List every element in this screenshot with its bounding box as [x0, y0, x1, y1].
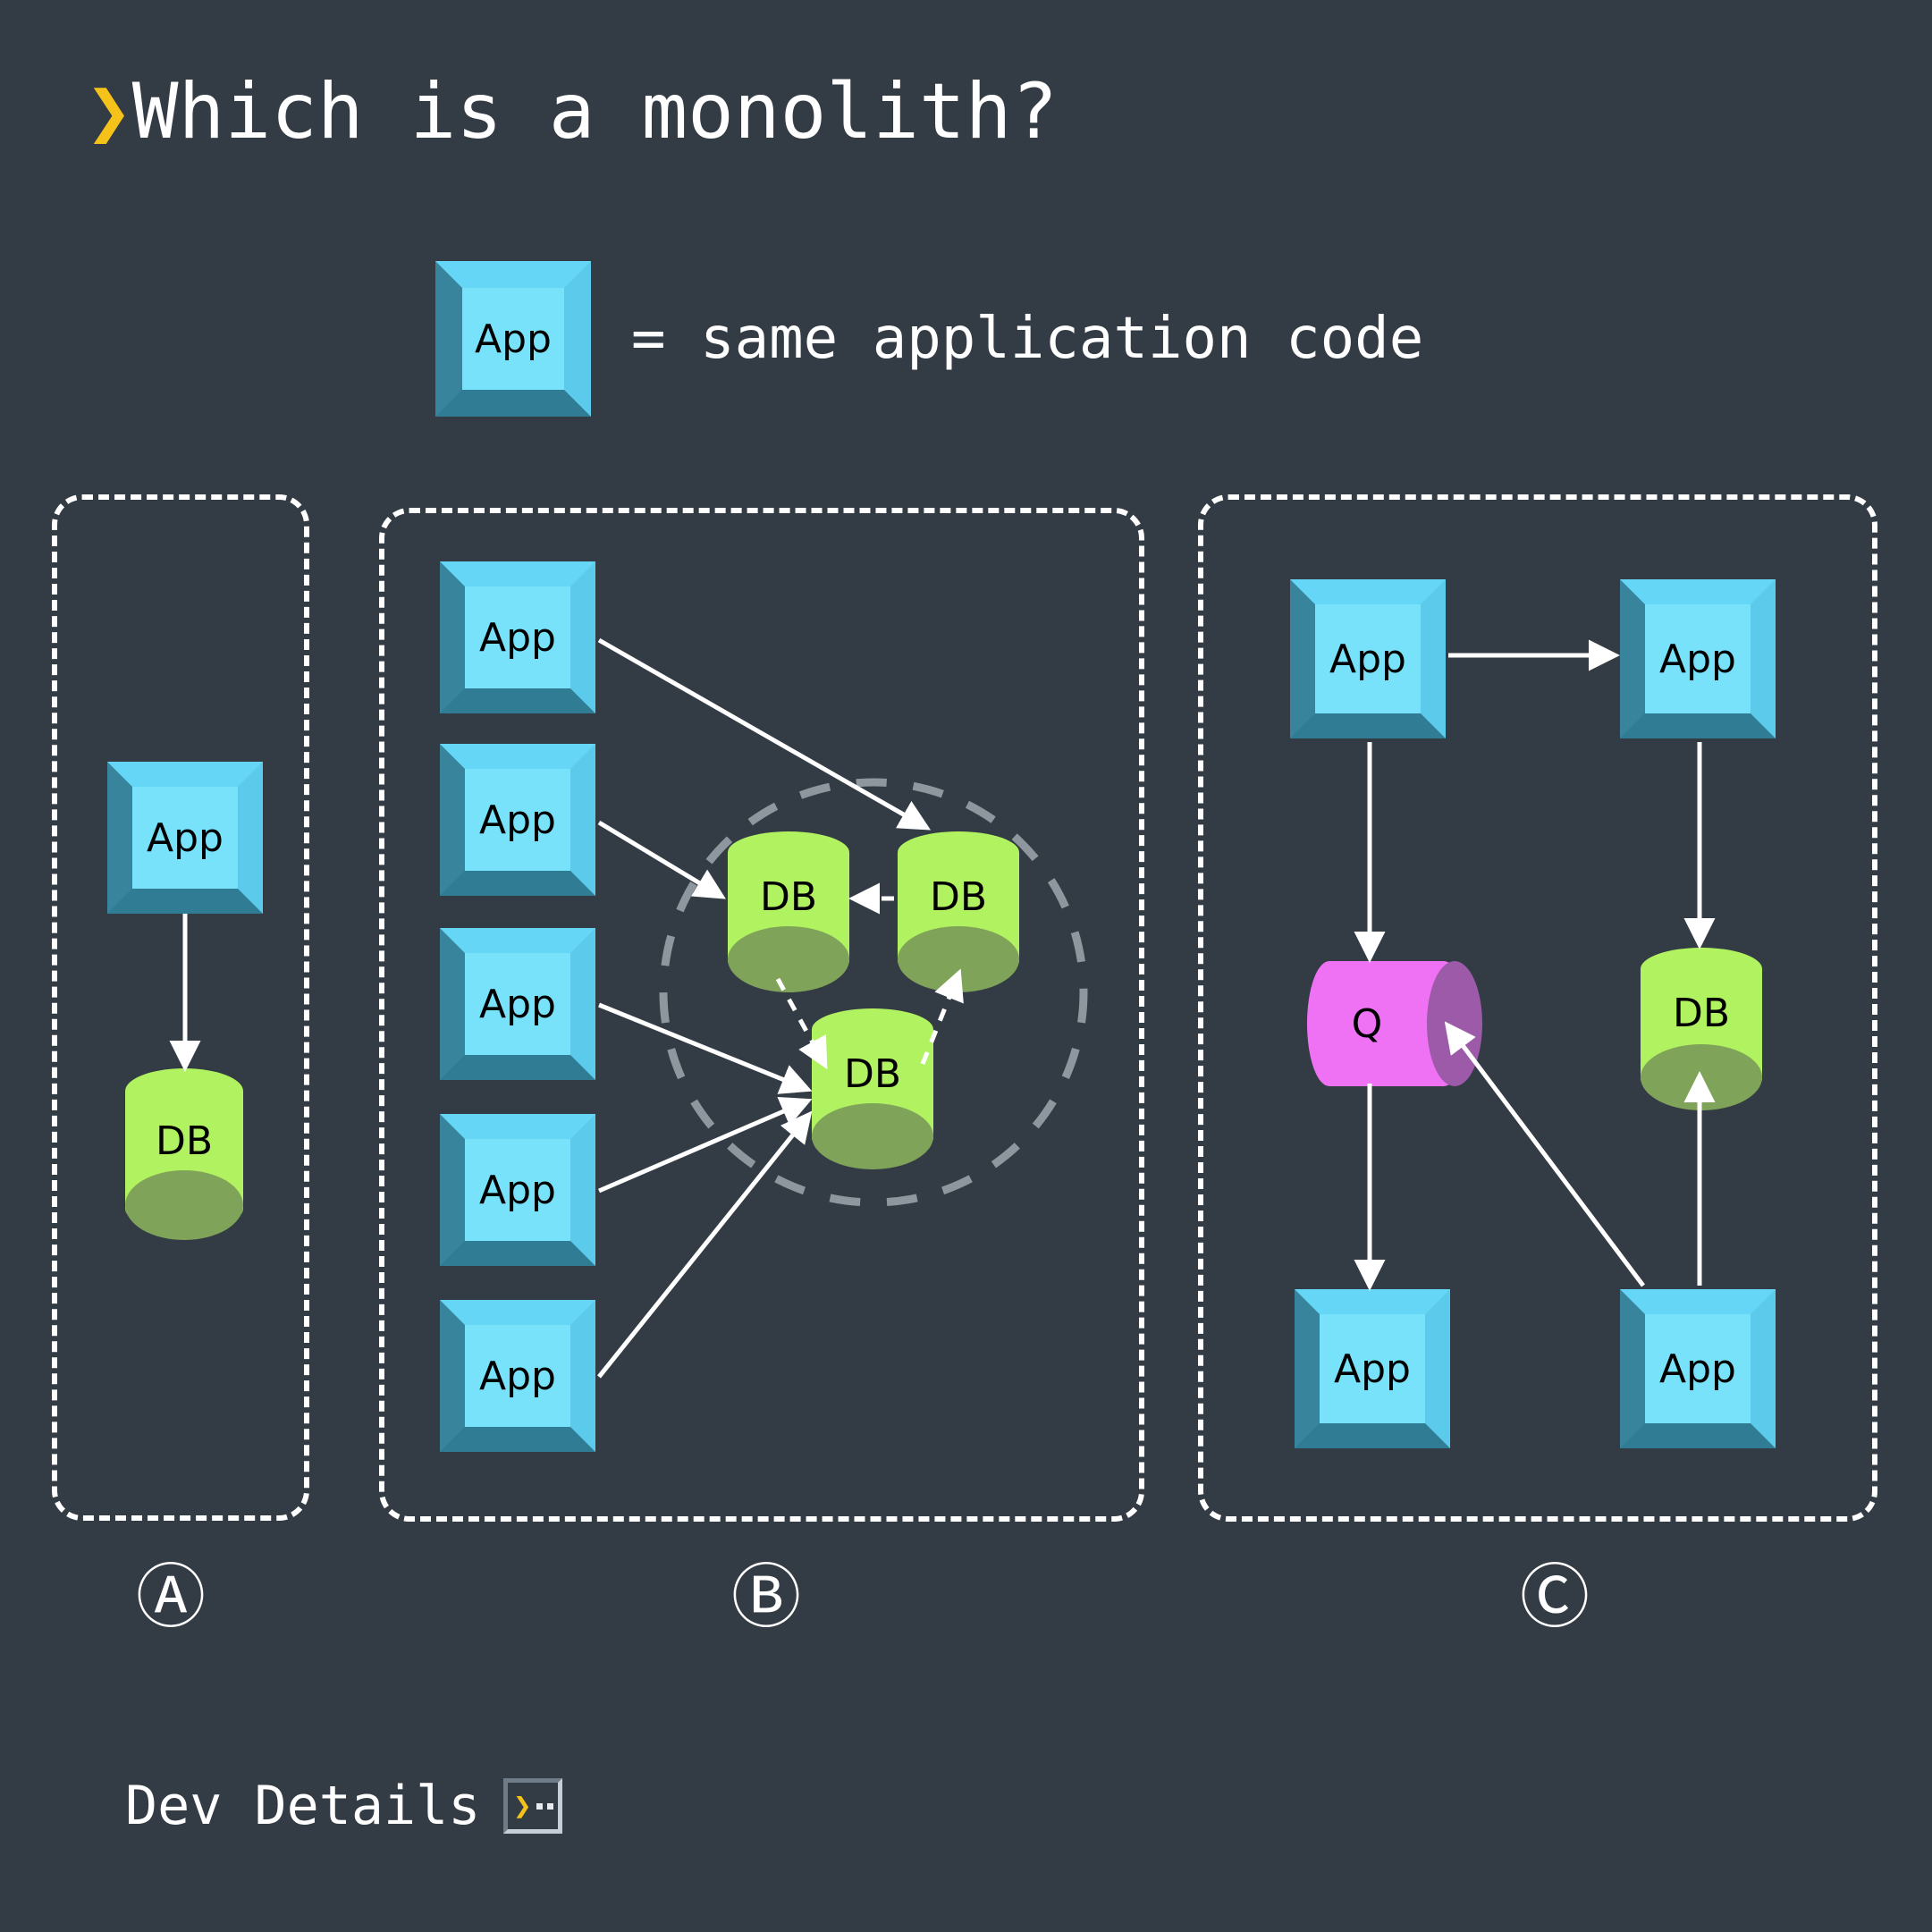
legend-text: = same application code — [631, 306, 1424, 372]
db-label: DB — [759, 874, 818, 920]
db-label: DB — [843, 1051, 902, 1097]
ellipsis-dot-2 — [546, 1802, 553, 1810]
panel-b-app-box-5[interactable]: App — [440, 1300, 595, 1452]
expand-chevron-icon: ❯ — [513, 1788, 532, 1824]
app-label: App — [479, 1167, 556, 1213]
title-chevron-icon: ❯ — [86, 67, 132, 156]
app-label: App — [1659, 1346, 1736, 1392]
ellipsis-dot-1 — [536, 1802, 543, 1810]
app-label: App — [479, 981, 556, 1027]
panel-c-app-box-top-left[interactable]: App — [1290, 579, 1446, 738]
panel-b-app-box-4[interactable]: App — [440, 1114, 595, 1266]
choice-label-a[interactable]: Ⓐ — [136, 1557, 207, 1638]
queue-label: Q — [1351, 1000, 1383, 1047]
choice-label-b[interactable]: Ⓑ — [731, 1557, 802, 1638]
db-label: DB — [155, 1118, 214, 1164]
panel-c-queue-cylinder[interactable]: Q — [1307, 961, 1482, 1086]
panel-b-app-box-1[interactable]: App — [440, 561, 595, 713]
panel-b-db-cylinder-3[interactable]: DB — [812, 1008, 933, 1169]
dev-details-expand-button[interactable]: ❯ — [503, 1778, 563, 1834]
legend-app-label: App — [475, 316, 552, 362]
panel-a-app-box[interactable]: App — [107, 762, 263, 914]
legend-app-box: App — [435, 261, 591, 417]
panel-c-app-box-bottom-right[interactable]: App — [1620, 1289, 1776, 1448]
app-label: App — [479, 797, 556, 843]
legend: App = same application code — [435, 261, 1423, 417]
dev-details-label: Dev Details — [125, 1775, 481, 1837]
panel-a[interactable] — [52, 494, 309, 1521]
title-text: Which is a monolith? — [131, 67, 1059, 156]
panel-c-db-cylinder[interactable]: DB — [1641, 948, 1762, 1110]
app-label: App — [479, 1353, 556, 1399]
app-label: App — [1329, 636, 1406, 682]
panel-b-app-box-3[interactable]: App — [440, 928, 595, 1080]
panel-b-db-cylinder-2[interactable]: DB — [898, 831, 1019, 992]
app-label: App — [479, 614, 556, 661]
page-title: ❯ Which is a monolith? — [86, 73, 1058, 150]
db-label: DB — [1672, 991, 1731, 1036]
app-label: App — [147, 814, 224, 861]
app-label: App — [1659, 636, 1736, 682]
panel-b-db-cylinder-1[interactable]: DB — [728, 831, 849, 992]
panel-b-app-box-2[interactable]: App — [440, 744, 595, 896]
db-label: DB — [929, 874, 988, 920]
app-label: App — [1334, 1346, 1411, 1392]
panel-c[interactable] — [1198, 494, 1877, 1522]
panel-a-db-cylinder[interactable]: DB — [125, 1068, 243, 1240]
choice-label-c[interactable]: Ⓒ — [1520, 1557, 1590, 1638]
dev-details-row[interactable]: Dev Details ❯ — [125, 1775, 563, 1837]
panel-c-app-box-top-right[interactable]: App — [1620, 579, 1776, 738]
panel-c-app-box-bottom-left[interactable]: App — [1295, 1289, 1450, 1448]
panel-b[interactable] — [379, 508, 1144, 1522]
